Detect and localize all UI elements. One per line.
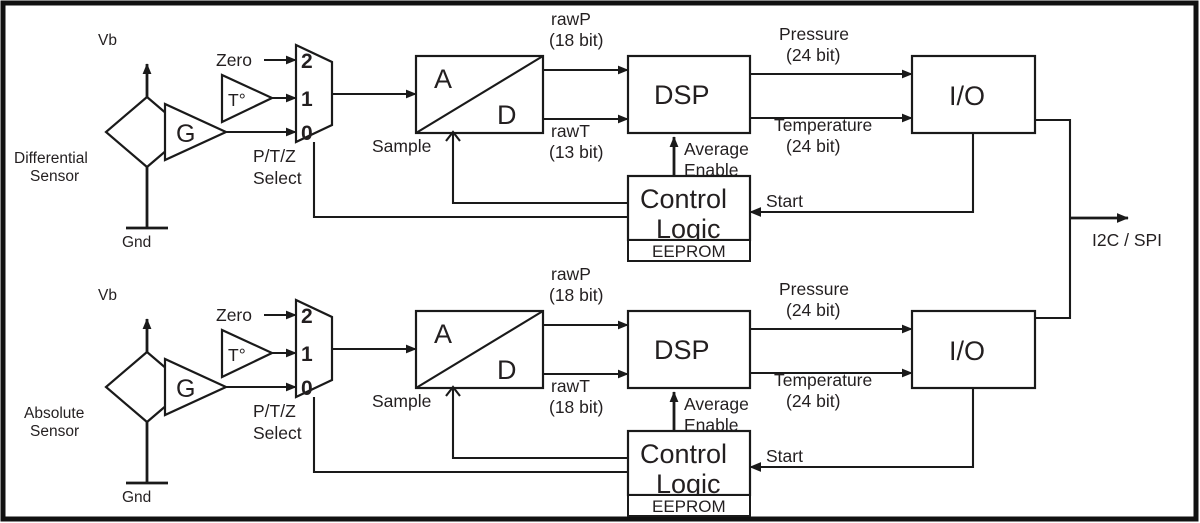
gnd-label: Gnd xyxy=(122,489,151,506)
start-feedback-wire xyxy=(749,388,975,472)
gain-amplifier-label: G xyxy=(176,120,195,148)
ptz-multiplexer xyxy=(294,298,334,399)
rawp-bits-label: (18 bit) xyxy=(549,285,603,305)
mux-input-1: 1 xyxy=(301,88,313,111)
mux-input-2: 2 xyxy=(301,305,313,328)
gnd-label: Gnd xyxy=(122,234,151,251)
rawp-bits-label: (18 bit) xyxy=(549,30,603,50)
vb-label: Vb xyxy=(98,32,117,49)
control-logic-block xyxy=(626,429,752,497)
adc-label-a: A xyxy=(434,319,452,349)
dsp-block xyxy=(626,309,752,390)
temperature-label: Temperature xyxy=(774,370,872,390)
sensor-label-line2: Sensor xyxy=(30,423,79,440)
gain-amplifier-label: G xyxy=(176,375,195,403)
adc-label-a: A xyxy=(434,64,452,94)
io-bus-wire xyxy=(1035,118,1072,218)
control-logic-line1: Control xyxy=(640,439,727,469)
control-logic-block xyxy=(626,174,752,242)
temperature-label: Temperature xyxy=(774,115,872,135)
start-label: Start xyxy=(766,191,803,211)
mux-select-control-wire xyxy=(312,142,628,219)
eeprom-label: EEPROM xyxy=(652,497,726,516)
dsp-block xyxy=(626,54,752,135)
rawt-label: rawT xyxy=(551,376,590,396)
mux-select-control-wire xyxy=(312,397,628,474)
temperature-bits-label: (24 bit) xyxy=(786,136,840,156)
channel-differential: Vb Differential Sensor Gnd G T° Zero 2 1… xyxy=(14,9,1037,262)
io-block xyxy=(910,309,1037,390)
io-label: I/O xyxy=(949,81,985,111)
vb-label: Vb xyxy=(98,287,117,304)
ptz-multiplexer xyxy=(294,43,334,144)
rawt-label: rawT xyxy=(551,121,590,141)
adc-label-d: D xyxy=(497,100,517,130)
pressure-label: Pressure xyxy=(779,279,849,299)
mux-select-label-line1: P/T/Z xyxy=(253,401,296,421)
io-bus-wire-lower xyxy=(1035,218,1072,320)
sample-notch xyxy=(445,385,461,397)
eeprom-block xyxy=(627,239,751,262)
io-label: I/O xyxy=(949,336,985,366)
rawt-bits-label: (18 bit) xyxy=(549,397,603,417)
mux-input-0: 0 xyxy=(301,122,313,145)
temp-amplifier xyxy=(220,328,275,379)
dsp-label: DSP xyxy=(654,335,710,365)
sensor-label-line1: Absolute xyxy=(24,405,84,422)
mux-select-label-line2: Select xyxy=(253,423,302,443)
rawp-label: rawP xyxy=(551,9,591,29)
temp-amplifier xyxy=(220,73,275,124)
mux-input-1: 1 xyxy=(301,343,313,366)
adc-diagonal xyxy=(415,310,544,389)
sensor-label-line1: Differential xyxy=(14,150,88,167)
i2c-spi-label: I2C / SPI xyxy=(1092,230,1162,250)
sensor-label-line2: Sensor xyxy=(30,168,79,185)
gain-amplifier xyxy=(163,102,229,162)
average-enable-line1: Average xyxy=(684,139,749,159)
mux-select-label-line1: P/T/Z xyxy=(253,146,296,166)
mux-input-0: 0 xyxy=(301,377,313,400)
zero-label: Zero xyxy=(216,305,252,325)
adc-diagonal xyxy=(415,55,544,134)
rawp-label: rawP xyxy=(551,264,591,284)
output-bus-group: I2C / SPI xyxy=(1035,118,1162,320)
sample-control-wire xyxy=(451,388,628,460)
sample-notch xyxy=(445,130,461,142)
dsp-label: DSP xyxy=(654,80,710,110)
pressure-bits-label: (24 bit) xyxy=(786,300,840,320)
temp-amplifier-label: T° xyxy=(228,345,246,365)
eeprom-label: EEPROM xyxy=(652,242,726,261)
temp-amplifier-label: T° xyxy=(228,90,246,110)
zero-label: Zero xyxy=(216,50,252,70)
mux-input-2: 2 xyxy=(301,50,313,73)
eeprom-block xyxy=(627,494,751,517)
control-logic-line1: Control xyxy=(640,184,727,214)
sample-label: Sample xyxy=(372,136,431,156)
start-label: Start xyxy=(766,446,803,466)
sample-label: Sample xyxy=(372,391,431,411)
pressure-bits-label: (24 bit) xyxy=(786,45,840,65)
average-enable-line1: Average xyxy=(684,394,749,414)
start-feedback-wire xyxy=(749,133,975,217)
pressure-label: Pressure xyxy=(779,24,849,44)
temperature-bits-label: (24 bit) xyxy=(786,391,840,411)
channel-absolute: Vb Absolute Sensor Gnd G T° Zero 2 1 0 P… xyxy=(24,264,1037,517)
sample-control-wire xyxy=(451,133,628,205)
mux-select-label-line2: Select xyxy=(253,168,302,188)
gain-amplifier xyxy=(163,357,229,417)
adc-label-d: D xyxy=(497,355,517,385)
rawt-bits-label: (13 bit) xyxy=(549,142,603,162)
